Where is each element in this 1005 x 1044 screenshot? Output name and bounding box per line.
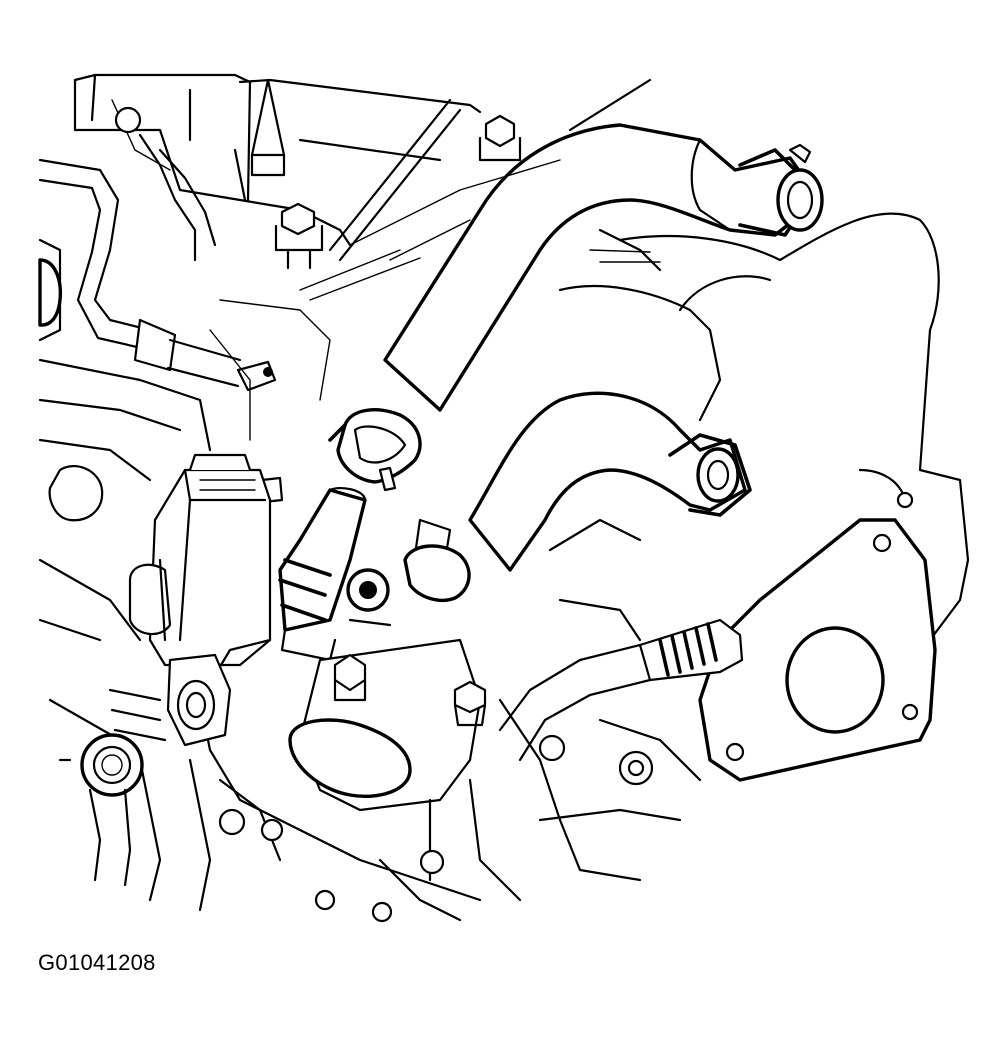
- valve-cover: [73, 73, 482, 247]
- temperature-sensor: [236, 360, 284, 504]
- background-detail-lines: [209, 78, 652, 552]
- left-heater-pipe: [38, 99, 242, 388]
- pointed-stud: [250, 78, 286, 177]
- engine-line-drawing: [38, 73, 970, 923]
- manifold-flange: [698, 518, 937, 782]
- filler-cap: [58, 733, 144, 887]
- upper-radiator-hose: [383, 123, 824, 412]
- left-bracket: [38, 238, 212, 742]
- engine-block: [198, 598, 702, 922]
- fuel-line-fitting: [498, 618, 744, 762]
- thermostat-housing: [288, 638, 487, 812]
- thermostat-outlet-pipe: [278, 486, 367, 662]
- top-bolt: [478, 114, 522, 162]
- hose-clamp: [328, 408, 422, 492]
- exhaust-manifold: [558, 212, 970, 642]
- engine-coolant-hose-diagram: [38, 73, 970, 923]
- electrical-connector: [128, 453, 272, 667]
- heater-hose: [403, 391, 752, 603]
- lower-bolts: [218, 808, 445, 923]
- figure-code: G01041208: [38, 950, 156, 975]
- lower-left-mount: [108, 653, 282, 912]
- housing-sensor: [346, 568, 392, 627]
- head-bolt: [274, 202, 324, 270]
